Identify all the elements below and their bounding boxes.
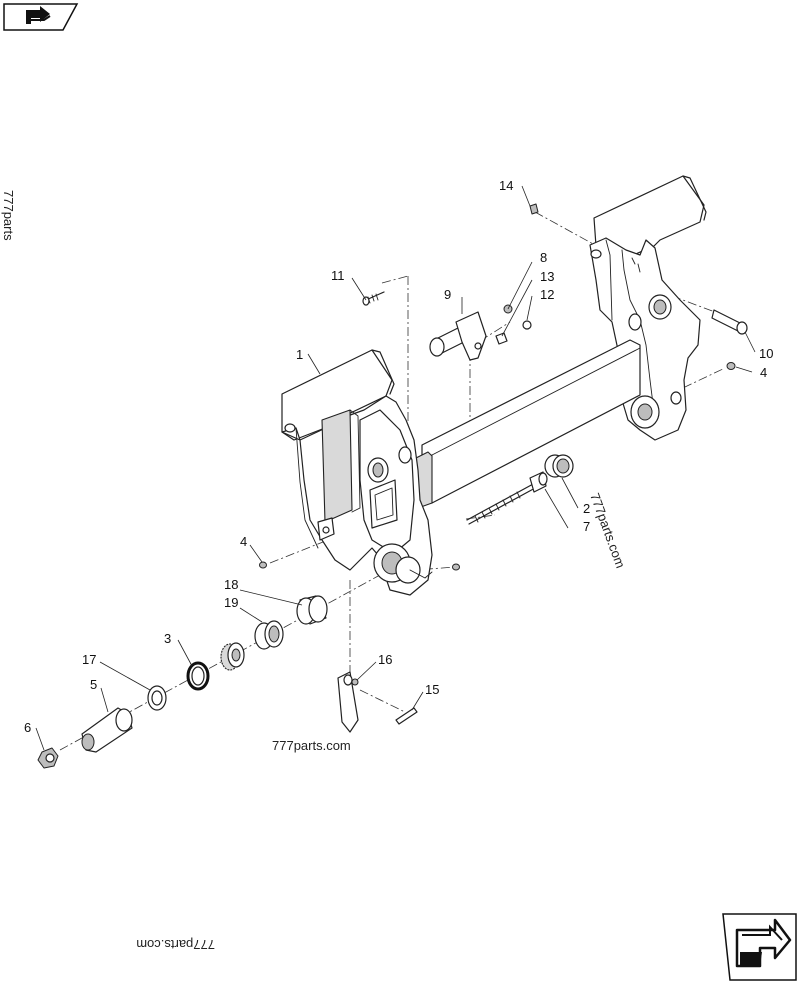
callout-2[interactable]: 2	[583, 501, 590, 516]
latch-16	[337, 671, 359, 733]
left-upright	[281, 349, 433, 596]
callout-3[interactable]: 3	[164, 631, 171, 646]
callout-1[interactable]: 1	[296, 347, 303, 362]
callout-13[interactable]: 13	[540, 269, 554, 284]
washer-17	[147, 685, 167, 711]
pin-10	[711, 309, 748, 335]
latch-pin-9	[429, 311, 487, 361]
callout-19[interactable]: 19	[224, 595, 238, 610]
pin-15	[395, 707, 418, 725]
callout-17[interactable]: 17	[82, 652, 96, 667]
callout-4-right[interactable]: 4	[760, 365, 767, 380]
gear-washer	[220, 642, 245, 671]
leader-lines	[35, 185, 756, 751]
washer-12	[522, 320, 532, 330]
callout-18[interactable]: 18	[224, 577, 238, 592]
callout-12[interactable]: 12	[540, 287, 554, 302]
callout-6[interactable]: 6	[24, 720, 31, 735]
watermark-left-edge: 777parts	[1, 190, 16, 241]
bushing-13	[495, 332, 508, 345]
watermark-rotated: 777parts.com	[587, 491, 628, 570]
cross-tube	[411, 339, 641, 509]
callout-10[interactable]: 10	[759, 346, 773, 361]
bolt-11	[362, 291, 385, 306]
callout-16[interactable]: 16	[378, 652, 392, 667]
nut-4-left	[259, 561, 267, 569]
nut-small	[452, 563, 460, 571]
handle-5	[81, 707, 133, 753]
bushing-18	[296, 595, 328, 625]
ring-3	[186, 661, 210, 691]
callout-5[interactable]: 5	[90, 677, 97, 692]
callout-9[interactable]: 9	[444, 287, 451, 302]
nut-6	[37, 747, 59, 769]
callout-4-left[interactable]: 4	[240, 534, 247, 549]
prev-page-icon[interactable]	[3, 3, 79, 31]
collar-19	[254, 620, 284, 650]
clip-14	[529, 203, 539, 215]
watermark-bottom: 777parts.com	[136, 937, 215, 952]
watermark-main: 777parts.com	[272, 738, 351, 753]
right-upright	[589, 175, 707, 441]
bushing-2	[544, 454, 574, 478]
callout-8[interactable]: 8	[540, 250, 547, 265]
callout-7[interactable]: 7	[583, 519, 590, 534]
callout-14[interactable]: 14	[499, 178, 513, 193]
callout-11[interactable]: 11	[331, 268, 345, 283]
callout-15[interactable]: 15	[425, 682, 439, 697]
nut-4-right	[726, 362, 736, 370]
bolt-7	[466, 471, 548, 525]
next-page-icon[interactable]	[722, 913, 797, 981]
